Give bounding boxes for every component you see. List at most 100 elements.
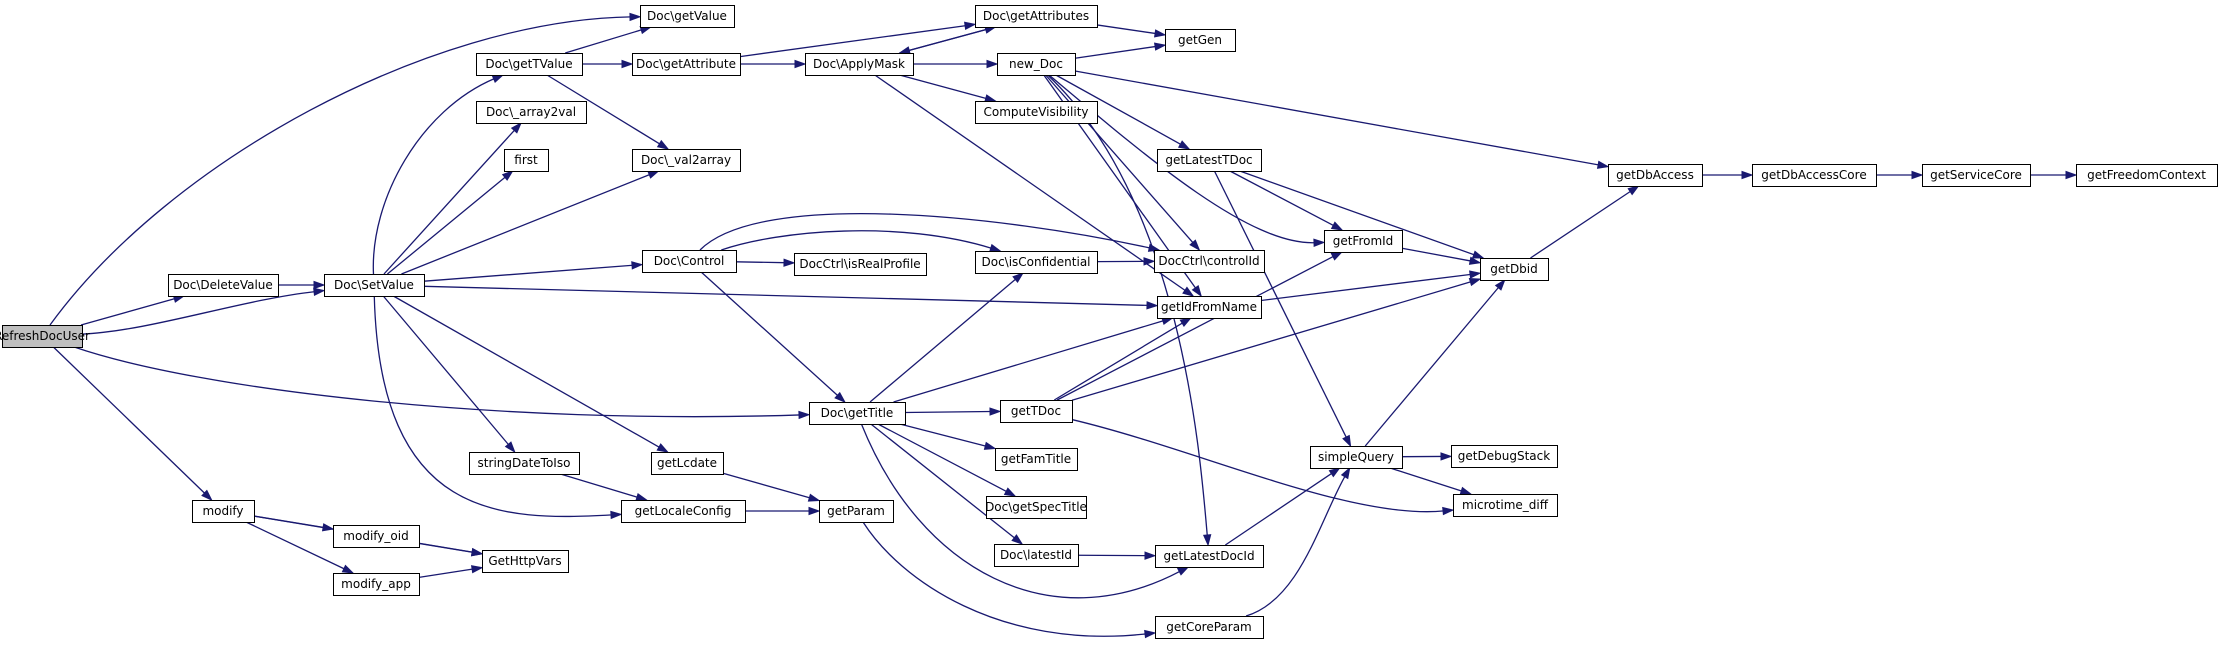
node-box[interactable] — [333, 573, 420, 596]
node-n39[interactable]: getCoreParam — [1155, 616, 1264, 639]
node-n27[interactable]: getTDoc — [1000, 400, 1073, 423]
node-box[interactable] — [476, 101, 587, 124]
node-box[interactable] — [469, 452, 580, 475]
node-n19[interactable]: Doc\Control — [642, 250, 737, 273]
node-n11[interactable]: getGen — [1165, 29, 1236, 52]
node-n41[interactable]: modify_oid — [333, 525, 420, 548]
node-n7[interactable]: Doc\_val2array — [632, 149, 741, 172]
node-box[interactable] — [333, 525, 420, 548]
node-box[interactable] — [504, 149, 549, 172]
node-box[interactable] — [1752, 164, 1877, 187]
node-box[interactable] — [632, 53, 741, 76]
node-box[interactable] — [1157, 149, 1262, 172]
node-n37[interactable]: getLocaleConfig — [621, 500, 746, 523]
node-box[interactable] — [1165, 29, 1236, 52]
node-n4[interactable]: Doc\getTValue — [476, 53, 583, 76]
node-n17[interactable]: getServiceCore — [1922, 164, 2031, 187]
node-box[interactable] — [1324, 230, 1403, 253]
node-box[interactable] — [621, 500, 746, 523]
node-n25[interactable]: getIdFromName — [1157, 296, 1262, 319]
node-box[interactable] — [632, 149, 741, 172]
node-n43[interactable]: GetHttpVars — [482, 550, 569, 573]
node-n34[interactable]: microtime_diff — [1453, 494, 1558, 517]
node-n22[interactable]: DocCtrl\controlId — [1154, 250, 1265, 273]
node-box[interactable] — [1453, 494, 1558, 517]
node-n28[interactable]: getFamTitle — [995, 448, 1078, 471]
node-n2[interactable]: Doc\SetValue — [324, 274, 425, 297]
node-n23[interactable]: getFromId — [1324, 230, 1403, 253]
node-box[interactable] — [1608, 164, 1703, 187]
node-n9[interactable]: Doc\ApplyMask — [805, 53, 914, 76]
node-n29[interactable]: Doc\getSpecTitle — [985, 496, 1087, 519]
node-box[interactable] — [986, 496, 1087, 519]
edge-n9-n25 — [874, 74, 1187, 292]
node-box[interactable] — [1155, 545, 1264, 568]
node-box[interactable] — [995, 448, 1078, 471]
node-n31[interactable]: getLatestDocId — [1155, 545, 1264, 568]
node-box[interactable] — [1154, 250, 1265, 273]
node-n13[interactable]: ComputeVisibility — [975, 101, 1098, 124]
node-box[interactable] — [819, 500, 894, 523]
node-n1[interactable]: Doc\DeleteValue — [168, 274, 279, 297]
node-n38[interactable]: getParam — [819, 500, 894, 523]
node-box[interactable] — [975, 101, 1098, 124]
node-box[interactable] — [2, 325, 83, 348]
node-n33[interactable]: getDebugStack — [1451, 445, 1558, 468]
edge-n26-n30 — [870, 423, 1016, 539]
node-box[interactable] — [1480, 258, 1549, 281]
node-box[interactable] — [642, 250, 737, 273]
node-n18[interactable]: getFreedomContext — [2076, 164, 2218, 187]
node-n35[interactable]: stringDateToIso — [469, 452, 580, 475]
node-box[interactable] — [805, 53, 914, 76]
node-label: getDbid — [1490, 262, 1538, 276]
node-box[interactable] — [482, 550, 569, 573]
node-box[interactable] — [994, 544, 1079, 567]
node-box[interactable] — [1157, 296, 1262, 319]
node-n30[interactable]: Doc\latestId — [994, 544, 1079, 567]
node-n0[interactable]: RefreshDocUser — [0, 325, 90, 348]
node-label: getDbAccessCore — [1761, 168, 1866, 182]
node-n42[interactable]: modify_app — [333, 573, 420, 596]
edge-n27-n23 — [1056, 255, 1335, 401]
node-box[interactable] — [975, 5, 1098, 28]
node-box[interactable] — [168, 274, 279, 297]
node-label: ComputeVisibility — [983, 105, 1088, 119]
node-n12[interactable]: new_Doc — [997, 53, 1076, 76]
node-n24[interactable]: getDbid — [1480, 258, 1549, 281]
node-n26[interactable]: Doc\getTitle — [809, 402, 906, 425]
node-box[interactable] — [794, 253, 927, 276]
node-box[interactable] — [809, 402, 906, 425]
edge-n25-n24 — [1260, 273, 1472, 302]
node-box[interactable] — [651, 452, 724, 475]
node-box[interactable] — [476, 53, 583, 76]
node-box[interactable] — [975, 251, 1098, 274]
node-box[interactable] — [1451, 445, 1558, 468]
node-n10[interactable]: Doc\getAttributes — [975, 5, 1098, 28]
node-box[interactable] — [192, 500, 255, 523]
node-box[interactable] — [1000, 400, 1073, 423]
arrowhead-n8-n9 — [794, 59, 807, 69]
node-box[interactable] — [1310, 446, 1403, 469]
node-n5[interactable]: Doc\_array2val — [476, 101, 587, 124]
node-n3[interactable]: Doc\getValue — [640, 5, 735, 28]
node-n21[interactable]: Doc\isConfidential — [975, 251, 1098, 274]
node-n16[interactable]: getDbAccessCore — [1752, 164, 1877, 187]
node-label: Doc\latestId — [1000, 548, 1072, 562]
node-box[interactable] — [2076, 164, 2218, 187]
node-box[interactable] — [1922, 164, 2031, 187]
edge-n27-n25 — [1053, 322, 1184, 401]
edge-n2-n7 — [401, 173, 651, 275]
node-n40[interactable]: modify — [192, 500, 255, 523]
arrowhead-n19-n21 — [989, 243, 1002, 252]
node-box[interactable] — [997, 53, 1076, 76]
node-n20[interactable]: DocCtrl\isRealProfile — [794, 253, 927, 276]
node-n8[interactable]: Doc\getAttribute — [632, 53, 741, 76]
node-n14[interactable]: getLatestTDoc — [1157, 149, 1262, 172]
node-n36[interactable]: getLcdate — [651, 452, 724, 475]
node-n32[interactable]: simpleQuery — [1310, 446, 1403, 469]
node-n15[interactable]: getDbAccess — [1608, 164, 1703, 187]
node-box[interactable] — [640, 5, 735, 28]
node-n6[interactable]: first — [504, 149, 549, 172]
node-box[interactable] — [1155, 616, 1264, 639]
node-box[interactable] — [324, 274, 425, 297]
